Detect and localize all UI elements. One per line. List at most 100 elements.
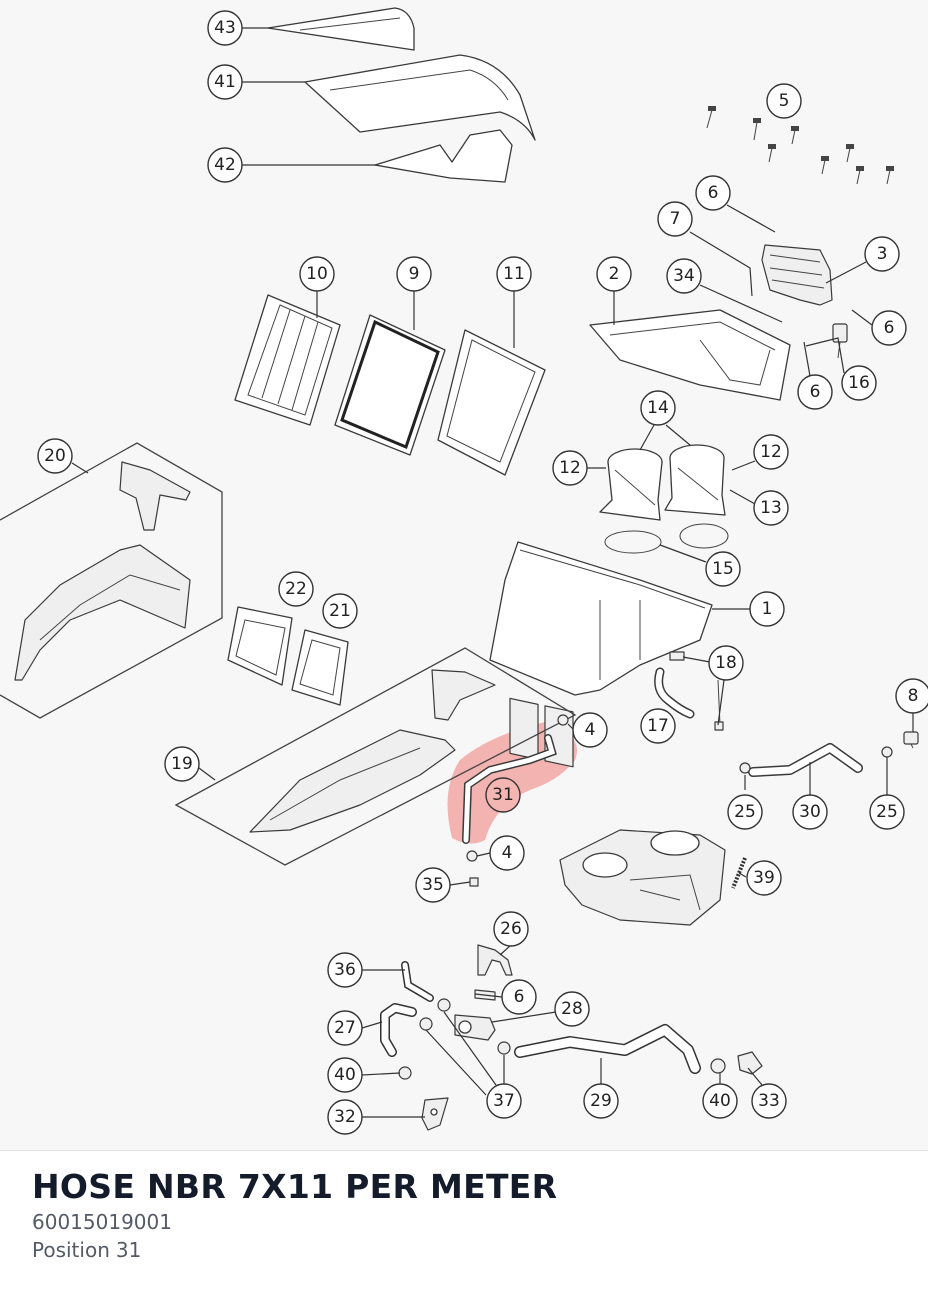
part-14-intake-trumpets[interactable] bbox=[599, 444, 726, 521]
part-40-cap-left[interactable] bbox=[398, 1066, 412, 1080]
callout-9[interactable]: 9 bbox=[396, 256, 432, 292]
callout-27[interactable]: 27 bbox=[327, 1010, 363, 1046]
callout-17[interactable]: 17 bbox=[640, 708, 676, 744]
part-29-hose[interactable] bbox=[514, 1024, 701, 1074]
svg-text:25: 25 bbox=[876, 802, 898, 822]
part-28-tee[interactable] bbox=[454, 989, 496, 1041]
callout-10[interactable]: 10 bbox=[299, 256, 335, 292]
callout-6-top[interactable]: 6 bbox=[695, 175, 731, 211]
part-4-clamp-upper[interactable] bbox=[557, 714, 569, 726]
callout-13[interactable]: 13 bbox=[753, 490, 789, 526]
part-37-clamps[interactable] bbox=[419, 998, 511, 1055]
part-15-orings[interactable] bbox=[604, 523, 729, 554]
part-30-hose[interactable] bbox=[748, 743, 863, 777]
callout-15[interactable]: 15 bbox=[705, 551, 741, 587]
callout-14[interactable]: 14 bbox=[640, 390, 676, 426]
callout-43[interactable]: 43 bbox=[207, 10, 243, 46]
part-25-clamp-left[interactable] bbox=[739, 762, 751, 774]
part-42-cover[interactable] bbox=[374, 129, 513, 183]
part-9-filter[interactable] bbox=[334, 314, 446, 456]
part-20-duct[interactable] bbox=[14, 461, 191, 681]
svg-text:1: 1 bbox=[762, 599, 773, 619]
callout-42[interactable]: 42 bbox=[207, 147, 243, 183]
callout-33[interactable]: 33 bbox=[751, 1083, 787, 1119]
svg-text:27: 27 bbox=[334, 1018, 356, 1038]
callout-1[interactable]: 1 bbox=[749, 591, 785, 627]
callout-40-left[interactable]: 40 bbox=[327, 1057, 363, 1093]
part-17-hose[interactable] bbox=[654, 667, 695, 719]
position-value: 31 bbox=[115, 1238, 142, 1262]
callout-20[interactable]: 20 bbox=[37, 438, 73, 474]
leader-lines bbox=[71, 27, 914, 1118]
callout-26[interactable]: 26 bbox=[493, 911, 529, 947]
part-3-bracket[interactable] bbox=[761, 244, 833, 306]
svg-text:4: 4 bbox=[502, 843, 513, 863]
callout-11[interactable]: 11 bbox=[496, 256, 532, 292]
part-22-boot[interactable] bbox=[227, 606, 293, 686]
part-21-boot[interactable] bbox=[291, 629, 349, 706]
callout-34[interactable]: 34 bbox=[666, 258, 702, 294]
callout-30[interactable]: 30 bbox=[792, 794, 828, 830]
callout-6-right[interactable]: 6 bbox=[871, 310, 907, 346]
callout-3[interactable]: 3 bbox=[864, 236, 900, 272]
callout-40-right[interactable]: 40 bbox=[702, 1083, 738, 1119]
part-2-airbox-cover[interactable] bbox=[589, 309, 791, 401]
svg-text:28: 28 bbox=[561, 999, 583, 1019]
part-5-bolts[interactable] bbox=[706, 106, 894, 185]
callout-8[interactable]: 8 bbox=[895, 678, 928, 714]
callout-32[interactable]: 32 bbox=[327, 1099, 363, 1135]
callout-4-lower[interactable]: 4 bbox=[489, 835, 525, 871]
svg-text:25: 25 bbox=[734, 802, 756, 822]
svg-text:42: 42 bbox=[214, 155, 236, 175]
callout-12-left[interactable]: 12 bbox=[552, 450, 588, 486]
callout-5[interactable]: 5 bbox=[766, 83, 802, 119]
callout-2[interactable]: 2 bbox=[596, 256, 632, 292]
part-32-bracket[interactable] bbox=[421, 1097, 449, 1131]
callout-39[interactable]: 39 bbox=[746, 860, 782, 896]
part-33-valve[interactable] bbox=[737, 1051, 763, 1075]
part-1-airbox[interactable] bbox=[489, 541, 713, 768]
callout-36[interactable]: 36 bbox=[327, 952, 363, 988]
part-35-screw[interactable] bbox=[469, 877, 479, 887]
part-8-valve[interactable] bbox=[903, 731, 919, 749]
callout-35[interactable]: 35 bbox=[415, 867, 451, 903]
part-36-fitting[interactable] bbox=[401, 961, 434, 1002]
callout-29[interactable]: 29 bbox=[583, 1083, 619, 1119]
callout-6-lower[interactable]: 6 bbox=[797, 374, 833, 410]
part-31-hose[interactable] bbox=[462, 734, 557, 844]
callout-18[interactable]: 18 bbox=[708, 645, 744, 681]
callout-28[interactable]: 28 bbox=[554, 991, 590, 1027]
part-43-cover[interactable] bbox=[267, 7, 415, 51]
part-11-filter[interactable] bbox=[437, 329, 546, 476]
svg-text:40: 40 bbox=[334, 1065, 356, 1085]
part-19-duct[interactable] bbox=[249, 669, 496, 833]
part-41-cover[interactable] bbox=[304, 54, 536, 141]
callout-41[interactable]: 41 bbox=[207, 64, 243, 100]
part-10-filter[interactable] bbox=[234, 294, 341, 426]
part-27-hose[interactable] bbox=[380, 1003, 417, 1057]
callout-19[interactable]: 19 bbox=[164, 746, 200, 782]
callout-37[interactable]: 37 bbox=[486, 1083, 522, 1119]
part-25-clamp-right[interactable] bbox=[881, 746, 893, 758]
callout-25-right[interactable]: 25 bbox=[869, 794, 905, 830]
svg-text:6: 6 bbox=[884, 318, 895, 338]
callout-7[interactable]: 7 bbox=[657, 201, 693, 237]
part-4-clamp-lower[interactable] bbox=[466, 850, 478, 862]
callout-31[interactable]: 31 bbox=[485, 777, 521, 813]
callout-4-upper[interactable]: 4 bbox=[572, 712, 608, 748]
callout-16[interactable]: 16 bbox=[841, 365, 877, 401]
callout-25-left[interactable]: 25 bbox=[727, 794, 763, 830]
callout-12-right[interactable]: 12 bbox=[753, 434, 789, 470]
part-39-spring[interactable] bbox=[731, 857, 747, 889]
svg-text:41: 41 bbox=[214, 72, 236, 92]
svg-text:6: 6 bbox=[514, 987, 525, 1007]
part-18-sensor[interactable] bbox=[669, 651, 724, 731]
part-40-cap-right[interactable] bbox=[710, 1058, 726, 1074]
part-26-bracket[interactable] bbox=[477, 944, 513, 976]
callout-6-bottom[interactable]: 6 bbox=[501, 979, 537, 1015]
throttle-body[interactable] bbox=[559, 829, 726, 926]
svg-text:11: 11 bbox=[503, 264, 525, 284]
callout-21[interactable]: 21 bbox=[322, 593, 358, 629]
callout-22[interactable]: 22 bbox=[278, 571, 314, 607]
